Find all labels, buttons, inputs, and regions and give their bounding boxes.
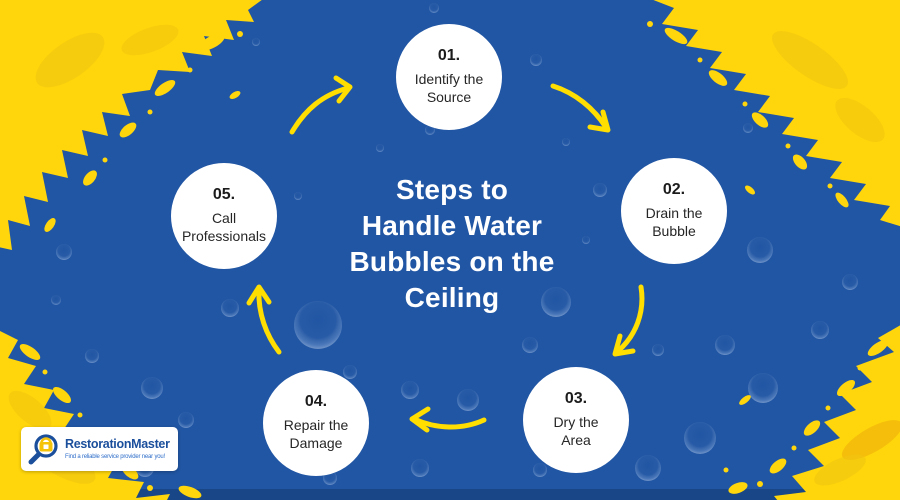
step-label-line: Drain the [645, 205, 703, 222]
infographic-title: Steps to Handle Water Bubbles on the Cei… [302, 172, 602, 316]
step-circle-04: 04. Repair the Damage [263, 370, 369, 476]
title-line-3: Bubbles on the [349, 246, 555, 277]
step-label: Dry the Area [525, 414, 627, 450]
brush-stroke-bottom-left [0, 331, 202, 500]
bottom-bar [0, 489, 900, 500]
step-label-line: Professionals [181, 228, 267, 244]
arrow-step5-to-step1 [289, 75, 353, 135]
arrow-step4-to-step5 [246, 284, 282, 355]
step-label: Call Professionals [173, 210, 275, 246]
step-label-line: Identify the [414, 71, 484, 88]
brush-stroke-top-left [0, 0, 262, 250]
step-circle-03: 03. Dry the Area [523, 367, 629, 473]
title-line-4: Ceiling [404, 282, 500, 313]
step-label: Drain the Bubble [623, 205, 725, 241]
logo-tagline: Find a reliable service provider near yo… [65, 454, 165, 460]
restorationmaster-logo: RestorationMaster Find a reliable servic… [21, 427, 178, 471]
title-line-1: Steps to [395, 174, 509, 205]
arrow-step1-to-step2 [550, 83, 611, 133]
step-label-line: Area [561, 432, 591, 448]
arrow-step3-to-step4 [409, 406, 487, 433]
step-number: 04. [304, 393, 328, 411]
step-label-line: Call [211, 210, 237, 227]
step-number: 02. [662, 181, 686, 199]
arrow-step2-to-step3 [612, 284, 645, 357]
step-label-line: Source [426, 89, 472, 105]
step-circle-02: 02. Drain the Bubble [621, 158, 727, 264]
step-label-line: Repair the [283, 417, 349, 434]
title-line-2: Handle Water [361, 210, 543, 241]
step-label-line: Bubble [652, 223, 696, 239]
magnifier-lock-icon [28, 434, 58, 465]
step-label-line: Damage [289, 435, 343, 451]
brush-stroke-bottom-right [723, 325, 900, 500]
step-number: 05. [212, 186, 236, 204]
logo-brand-text: RestorationMaster [65, 437, 170, 451]
step-label: Repair the Damage [265, 417, 367, 453]
step-circle-01: 01. Identify the Source [396, 24, 502, 130]
step-circle-05: 05. Call Professionals [171, 163, 277, 269]
step-number: 01. [437, 47, 461, 65]
step-label: Identify the Source [398, 71, 500, 107]
step-number: 03. [564, 390, 588, 408]
step-label-line: Dry the [553, 414, 599, 431]
brush-stroke-top-right [647, 0, 900, 227]
